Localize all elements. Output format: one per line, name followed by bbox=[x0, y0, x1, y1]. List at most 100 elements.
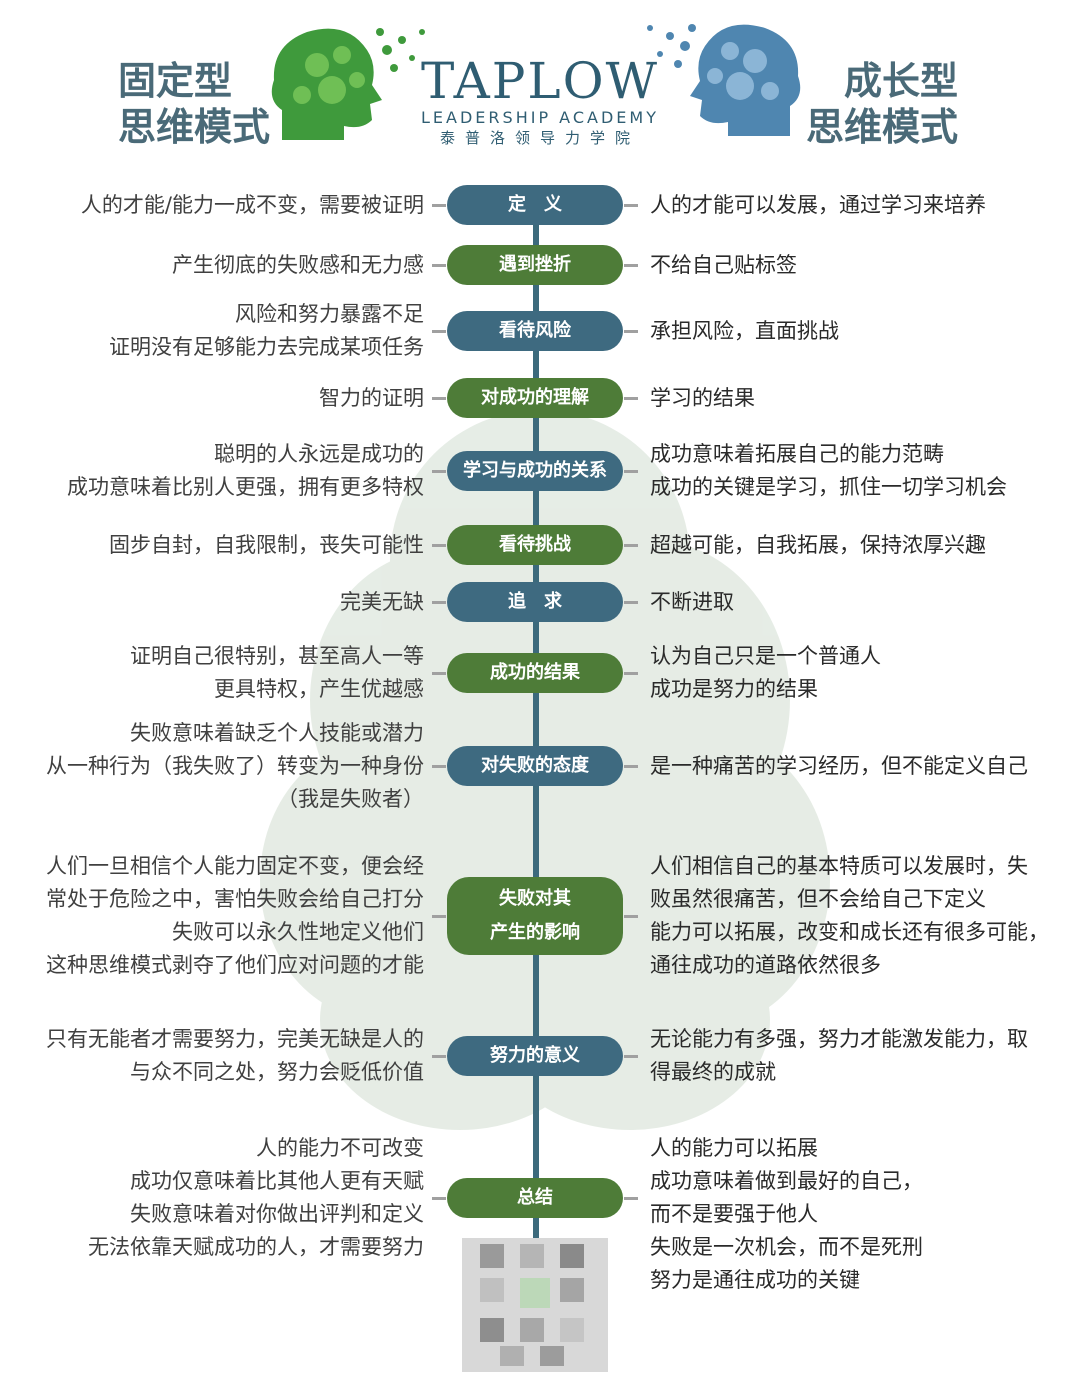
left-connector bbox=[432, 544, 446, 547]
growth-mindset-line: 成功的关键是学习，抓住一切学习机会 bbox=[650, 475, 1007, 499]
fixed-mindset-text: 人们一旦相信个人能力固定不变，便会经常处于危险之中，害怕失败会给自己打分失败可以… bbox=[46, 850, 424, 982]
growth-mindset-line: 而不是要强于他人 bbox=[650, 1202, 818, 1226]
fixed-mindset-text: 智力的证明 bbox=[319, 382, 424, 415]
aspect-label-line: 对失败的态度 bbox=[481, 755, 589, 776]
fixed-mindset-text: 聪明的人永远是成功的成功意味着比别人更强，拥有更多特权 bbox=[67, 438, 424, 504]
fixed-mindset-line: 人的能力不可改变 bbox=[256, 1136, 424, 1160]
growth-mindset-line: 通往成功的道路依然很多 bbox=[650, 953, 881, 977]
growth-mindset-line: 努力是通往成功的关键 bbox=[650, 1268, 860, 1292]
right-connector bbox=[624, 672, 638, 675]
growth-mindset-line: 不断进取 bbox=[650, 589, 734, 614]
aspect-label: 追 求 bbox=[447, 582, 623, 622]
aspect-label-line: 努力的意义 bbox=[490, 1045, 580, 1066]
right-connector bbox=[624, 204, 638, 207]
growth-mindset-line: 人们相信自己的基本特质可以发展时，失 bbox=[650, 854, 1028, 878]
growth-mindset-text: 人的才能可以发展，通过学习来培养 bbox=[650, 189, 986, 222]
fixed-mindset-title: 固定型 思维模式 bbox=[118, 59, 271, 149]
left-connector bbox=[432, 765, 446, 768]
growth-mindset-line: 成功意味着做到最好的自己， bbox=[650, 1169, 923, 1193]
aspect-label: 成功的结果 bbox=[447, 653, 623, 693]
fixed-mindset-text: 人的能力不可改变成功仅意味着比其他人更有天赋失败意味着对你做出评判和定义无法依靠… bbox=[88, 1132, 424, 1264]
fixed-mindset-text: 证明自己很特别，甚至高人一等更具特权，产生优越感 bbox=[130, 640, 424, 706]
left-connector bbox=[432, 204, 446, 207]
fixed-mindset-line: 证明没有足够能力去完成某项任务 bbox=[109, 335, 424, 359]
aspect-label: 总结 bbox=[447, 1178, 623, 1218]
fixed-mindset-text: 产生彻底的失败感和无力感 bbox=[172, 249, 424, 282]
growth-mindset-line: 超越可能，自我拓展，保持浓厚兴趣 bbox=[650, 532, 986, 557]
aspect-label-line: 遇到挫折 bbox=[499, 254, 571, 275]
fixed-mindset-line: （我是失败者） bbox=[277, 786, 424, 811]
fixed-mindset-line: 风险和努力暴露不足 bbox=[235, 302, 424, 326]
aspect-label: 努力的意义 bbox=[447, 1036, 623, 1076]
aspect-label: 学习与成功的关系 bbox=[447, 451, 623, 491]
aspect-label: 对成功的理解 bbox=[447, 378, 623, 418]
right-connector bbox=[624, 397, 638, 400]
aspect-label-line: 学习与成功的关系 bbox=[463, 460, 607, 481]
aspect-label: 看待风险 bbox=[447, 311, 623, 351]
growth-mindset-text: 人的能力可以拓展成功意味着做到最好的自己， 而不是要强于他人失败是一次机会，而不是… bbox=[650, 1132, 923, 1297]
left-connector bbox=[432, 397, 446, 400]
fixed-mindset-line: 失败意味着缺乏个人技能或潜力 bbox=[130, 720, 424, 745]
growth-mindset-line: 失败是一次机会，而不是死刑 bbox=[650, 1235, 923, 1259]
fixed-mindset-line: 完美无缺 bbox=[340, 589, 424, 614]
fixed-mindset-text: 完美无缺 bbox=[340, 586, 424, 619]
blue-gear-head-icon bbox=[647, 24, 801, 137]
left-connector bbox=[432, 1055, 446, 1058]
right-connector bbox=[624, 1197, 638, 1200]
fixed-mindset-line: 人们一旦相信个人能力固定不变，便会经 bbox=[46, 854, 424, 878]
fixed-mindset-text: 人的才能/能力一成不变，需要被证明 bbox=[81, 189, 424, 222]
left-connector bbox=[432, 601, 446, 604]
aspect-label-line: 追 求 bbox=[508, 591, 562, 612]
aspect-label: 定 义 bbox=[447, 185, 623, 225]
right-connector bbox=[624, 765, 638, 768]
fixed-mindset-line: 成功仅意味着比其他人更有天赋 bbox=[130, 1169, 424, 1193]
fixed-mindset-line: 人的才能/能力一成不变，需要被证明 bbox=[80, 192, 424, 217]
aspect-label-line: 成功的结果 bbox=[490, 662, 580, 683]
growth-mindset-text: 学习的结果 bbox=[650, 382, 755, 415]
growth-mindset-text: 不断进取 bbox=[650, 586, 734, 619]
aspect-label-line: 对成功的理解 bbox=[481, 387, 589, 408]
fixed-mindset-line: 失败可以永久性地定义他们 bbox=[172, 920, 424, 944]
left-connector bbox=[432, 915, 446, 918]
blurred-qr-code bbox=[462, 1238, 608, 1372]
growth-mindset-line: 认为自己只是一个普通人 bbox=[650, 644, 881, 668]
right-connector bbox=[624, 601, 638, 604]
growth-mindset-text: 成功意味着拓展自己的能力范畴成功的关键是学习，抓住一切学习机会 bbox=[650, 438, 1007, 504]
growth-mindset-line: 不给自己贴标签 bbox=[650, 252, 797, 277]
right-connector bbox=[624, 264, 638, 267]
right-connector bbox=[624, 544, 638, 547]
fixed-mindset-text: 固步自封，自我限制，丧失可能性 bbox=[109, 529, 424, 562]
fixed-mindset-text: 失败意味着缺乏个人技能或潜力从一种行为（我失败了）转变为一种身份（我是失败者） bbox=[46, 717, 424, 816]
growth-mindset-text: 超越可能，自我拓展，保持浓厚兴趣 bbox=[650, 529, 986, 562]
taplow-logo: TAPLOW LEADERSHIP ACADEMY 泰普洛领导力学院 bbox=[421, 52, 659, 147]
aspect-label-line: 定 义 bbox=[508, 194, 562, 215]
center-trunk-line bbox=[533, 200, 539, 1240]
fixed-mindset-line: 聪明的人永远是成功的 bbox=[214, 442, 424, 466]
aspect-label-line: 总结 bbox=[517, 1187, 553, 1208]
growth-mindset-text: 承担风险，直面挑战 bbox=[650, 315, 839, 348]
fixed-mindset-line: 无法依靠天赋成功的人，才需要努力 bbox=[88, 1235, 424, 1259]
growth-mindset-line: 败虽然很痛苦，但不会给自己下定义 bbox=[650, 887, 986, 911]
growth-mindset-line: 学习的结果 bbox=[650, 385, 755, 410]
left-connector bbox=[432, 330, 446, 333]
aspect-label: 对失败的态度 bbox=[447, 746, 623, 786]
aspect-label-line: 失败对其 bbox=[499, 888, 571, 909]
fixed-mindset-line: 更具特权，产生优越感 bbox=[214, 677, 424, 701]
right-connector bbox=[624, 1055, 638, 1058]
aspect-label-line: 产生的影响 bbox=[490, 922, 580, 943]
growth-mindset-line: 人的能力可以拓展 bbox=[650, 1136, 818, 1160]
fixed-mindset-line: 与众不同之处，努力会贬低价值 bbox=[130, 1060, 424, 1084]
growth-mindset-title: 成长型 思维模式 bbox=[805, 59, 958, 149]
fixed-mindset-line: 只有无能者才需要努力，完美无缺是人的 bbox=[46, 1027, 424, 1051]
fixed-mindset-text: 风险和努力暴露不足证明没有足够能力去完成某项任务 bbox=[109, 298, 424, 364]
fixed-mindset-line: 常处于危险之中，害怕失败会给自己打分 bbox=[46, 887, 424, 911]
growth-mindset-line: 成功意味着拓展自己的能力范畴 bbox=[650, 442, 944, 466]
left-connector bbox=[432, 264, 446, 267]
left-connector bbox=[432, 1197, 446, 1200]
fixed-mindset-line: 产生彻底的失败感和无力感 bbox=[172, 252, 424, 277]
growth-mindset-line: 无论能力有多强，努力才能激发能力，取 bbox=[650, 1027, 1028, 1051]
fixed-mindset-line: 固步自封，自我限制，丧失可能性 bbox=[109, 532, 424, 557]
growth-mindset-line: 人的才能可以发展，通过学习来培养 bbox=[650, 192, 986, 217]
fixed-mindset-text: 只有无能者才需要努力，完美无缺是人的与众不同之处，努力会贬低价值 bbox=[46, 1023, 424, 1089]
fixed-mindset-line: 失败意味着对你做出评判和定义 bbox=[130, 1202, 424, 1226]
